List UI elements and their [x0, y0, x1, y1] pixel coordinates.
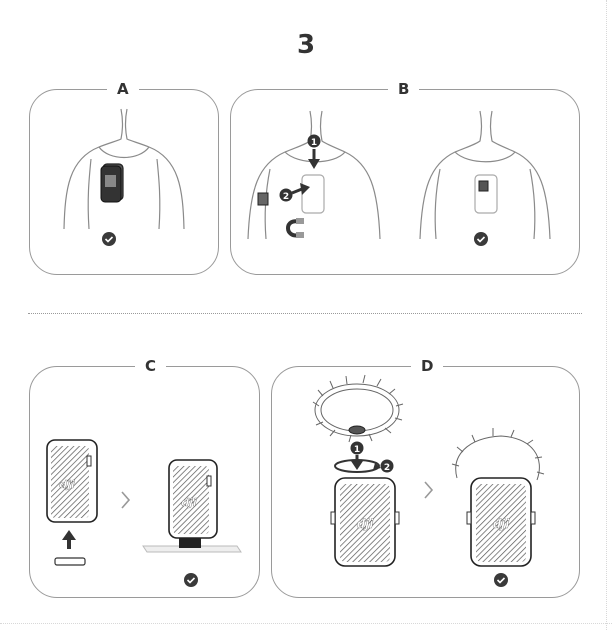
- transmitter-device: [100, 163, 124, 203]
- dji-logo: dji: [493, 517, 511, 531]
- panel-d-label: D: [411, 358, 444, 374]
- panel-a-label: A: [107, 81, 139, 97]
- callout-1: 1: [354, 445, 360, 455]
- chevron-right-icon: [121, 491, 131, 509]
- step-number: 3: [296, 30, 316, 60]
- panel-b-illustration: 1 2: [247, 110, 551, 246]
- panel-b-label: B: [388, 81, 420, 97]
- panel-b: [230, 89, 580, 275]
- panel-a-illustration: [63, 108, 185, 246]
- page-edge: [606, 0, 607, 630]
- windscreen-icon: [451, 428, 545, 481]
- page-bottom-edge: [0, 623, 612, 624]
- section-divider: [28, 313, 582, 314]
- check-circle-icon: [184, 573, 198, 587]
- panel-c-illustration: dji dji: [46, 439, 242, 587]
- check-circle-icon: [474, 232, 488, 246]
- panel-c-label: C: [135, 358, 167, 374]
- check-circle-icon: [102, 232, 116, 246]
- up-arrow-icon: [62, 530, 76, 549]
- panel-a: [29, 89, 219, 275]
- dji-logo: dji: [59, 478, 75, 491]
- dji-logo: dji: [181, 496, 197, 509]
- panel-d-illustration: 1 2 dji dji: [312, 374, 545, 587]
- dji-logo: dji: [357, 517, 375, 531]
- callout-1: 1: [311, 138, 317, 148]
- chevron-right-icon: [424, 481, 434, 499]
- callout-2: 2: [283, 192, 289, 202]
- callout-2: 2: [384, 463, 390, 473]
- check-circle-icon: [494, 573, 508, 587]
